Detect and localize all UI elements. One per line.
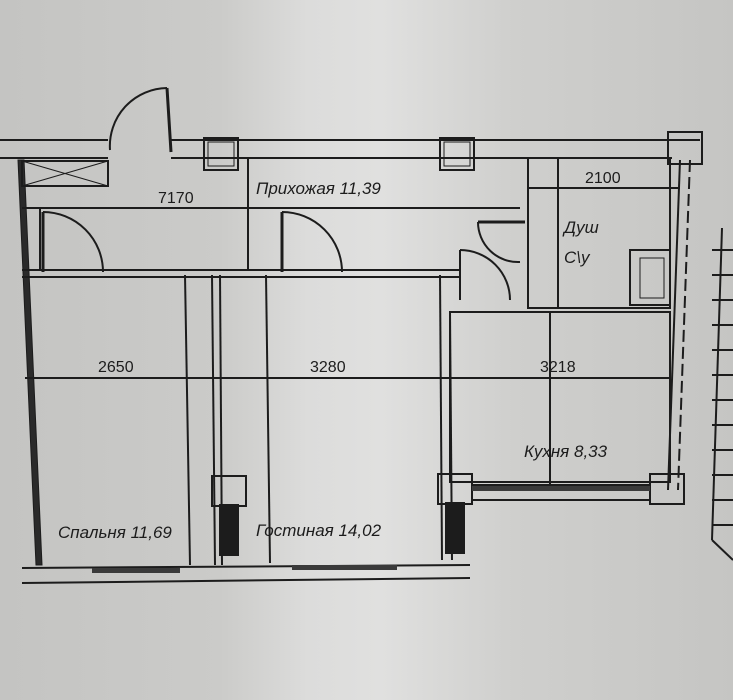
room-label-living: Гостиная 14,02	[256, 521, 382, 540]
room-label-hallway: Прихожая 11,39	[256, 179, 381, 198]
dim-kitchen-width: 3218	[540, 359, 576, 376]
room-label-kitchen: Кухня 8,33	[524, 442, 608, 461]
dim-living-width: 3280	[310, 359, 346, 376]
room-label-bedroom: Спальня 11,69	[58, 523, 172, 542]
left-exterior-wall	[17, 159, 43, 566]
staircase	[711, 227, 733, 561]
room-label-wc: С\у	[564, 248, 591, 267]
dim-bedroom-width: 2650	[98, 359, 134, 376]
dim-hall-length: 7170	[158, 190, 194, 207]
dim-bath-width: 2100	[585, 170, 621, 187]
room-label-shower: Душ	[562, 218, 599, 237]
